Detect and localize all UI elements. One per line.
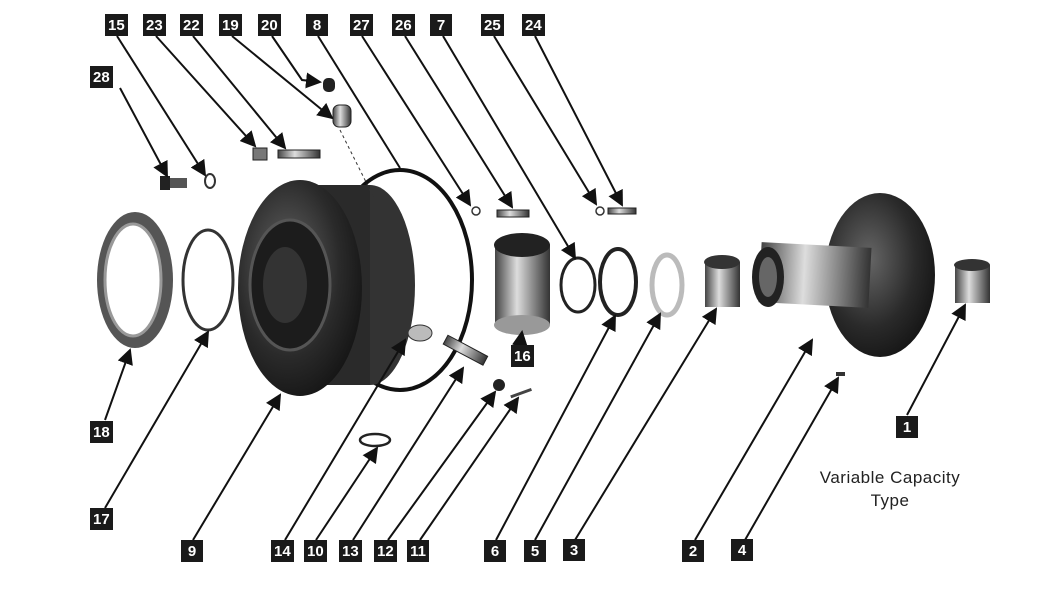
part-12-ball	[493, 379, 505, 391]
part-15-washer	[204, 173, 216, 189]
callout-25: 25	[481, 14, 504, 36]
part-10-o-ring	[358, 432, 392, 448]
callout-19: 19	[219, 14, 242, 36]
callout-24: 24	[522, 14, 545, 36]
callout-14: 14	[271, 540, 294, 562]
part-26-spring	[496, 209, 530, 218]
caption-line-1: Variable Capacity	[819, 468, 961, 487]
callout-12: 12	[374, 540, 397, 562]
callout-6: 6	[484, 540, 506, 562]
callout-27: 27	[350, 14, 373, 36]
callout-11: 11	[407, 540, 429, 562]
leader-lines	[104, 35, 966, 541]
part-11-pin	[510, 387, 532, 399]
part-16-sleeve	[494, 233, 550, 335]
part-17-snap-ring	[181, 228, 235, 332]
callout-7: 7	[430, 14, 452, 36]
part-6-ring	[598, 247, 638, 317]
callout-9: 9	[181, 540, 203, 562]
callout-1: 1	[896, 416, 918, 438]
part-3-bushing	[704, 255, 740, 307]
callout-17: 17	[90, 508, 113, 530]
callout-16: 16	[511, 345, 534, 367]
part-18-seal	[97, 212, 173, 348]
callout-4: 4	[731, 539, 753, 561]
part-5-ring	[649, 252, 685, 318]
callout-2: 2	[682, 540, 704, 562]
callout-20: 20	[258, 14, 281, 36]
callout-13: 13	[339, 540, 362, 562]
part-9-pump-body	[238, 180, 433, 396]
callout-3: 3	[563, 539, 585, 561]
part-1-bushing	[954, 259, 990, 303]
callout-8: 8	[306, 14, 328, 36]
part-24-spring	[607, 207, 637, 215]
part-2-stator-support	[752, 193, 935, 357]
part-22-spring	[277, 149, 321, 159]
part-25-ball	[595, 206, 605, 216]
callout-28: 28	[90, 66, 113, 88]
callout-22: 22	[180, 14, 203, 36]
part-20-ball	[323, 78, 335, 92]
part-13-spring	[442, 334, 489, 366]
part-7-ring	[559, 256, 597, 314]
diagram-caption: Variable Capacity Type	[795, 466, 985, 512]
callout-5: 5	[524, 540, 546, 562]
callout-18: 18	[90, 421, 113, 443]
part-27-ball	[471, 206, 481, 216]
part-28-bolt	[160, 176, 187, 190]
callout-26: 26	[392, 14, 415, 36]
part-23-plug	[252, 147, 268, 161]
callout-10: 10	[304, 540, 327, 562]
caption-line-2: Type	[870, 491, 910, 510]
part-19-spring	[332, 104, 352, 128]
part-4-pin	[836, 372, 845, 376]
callout-23: 23	[143, 14, 166, 36]
callout-15: 15	[105, 14, 128, 36]
